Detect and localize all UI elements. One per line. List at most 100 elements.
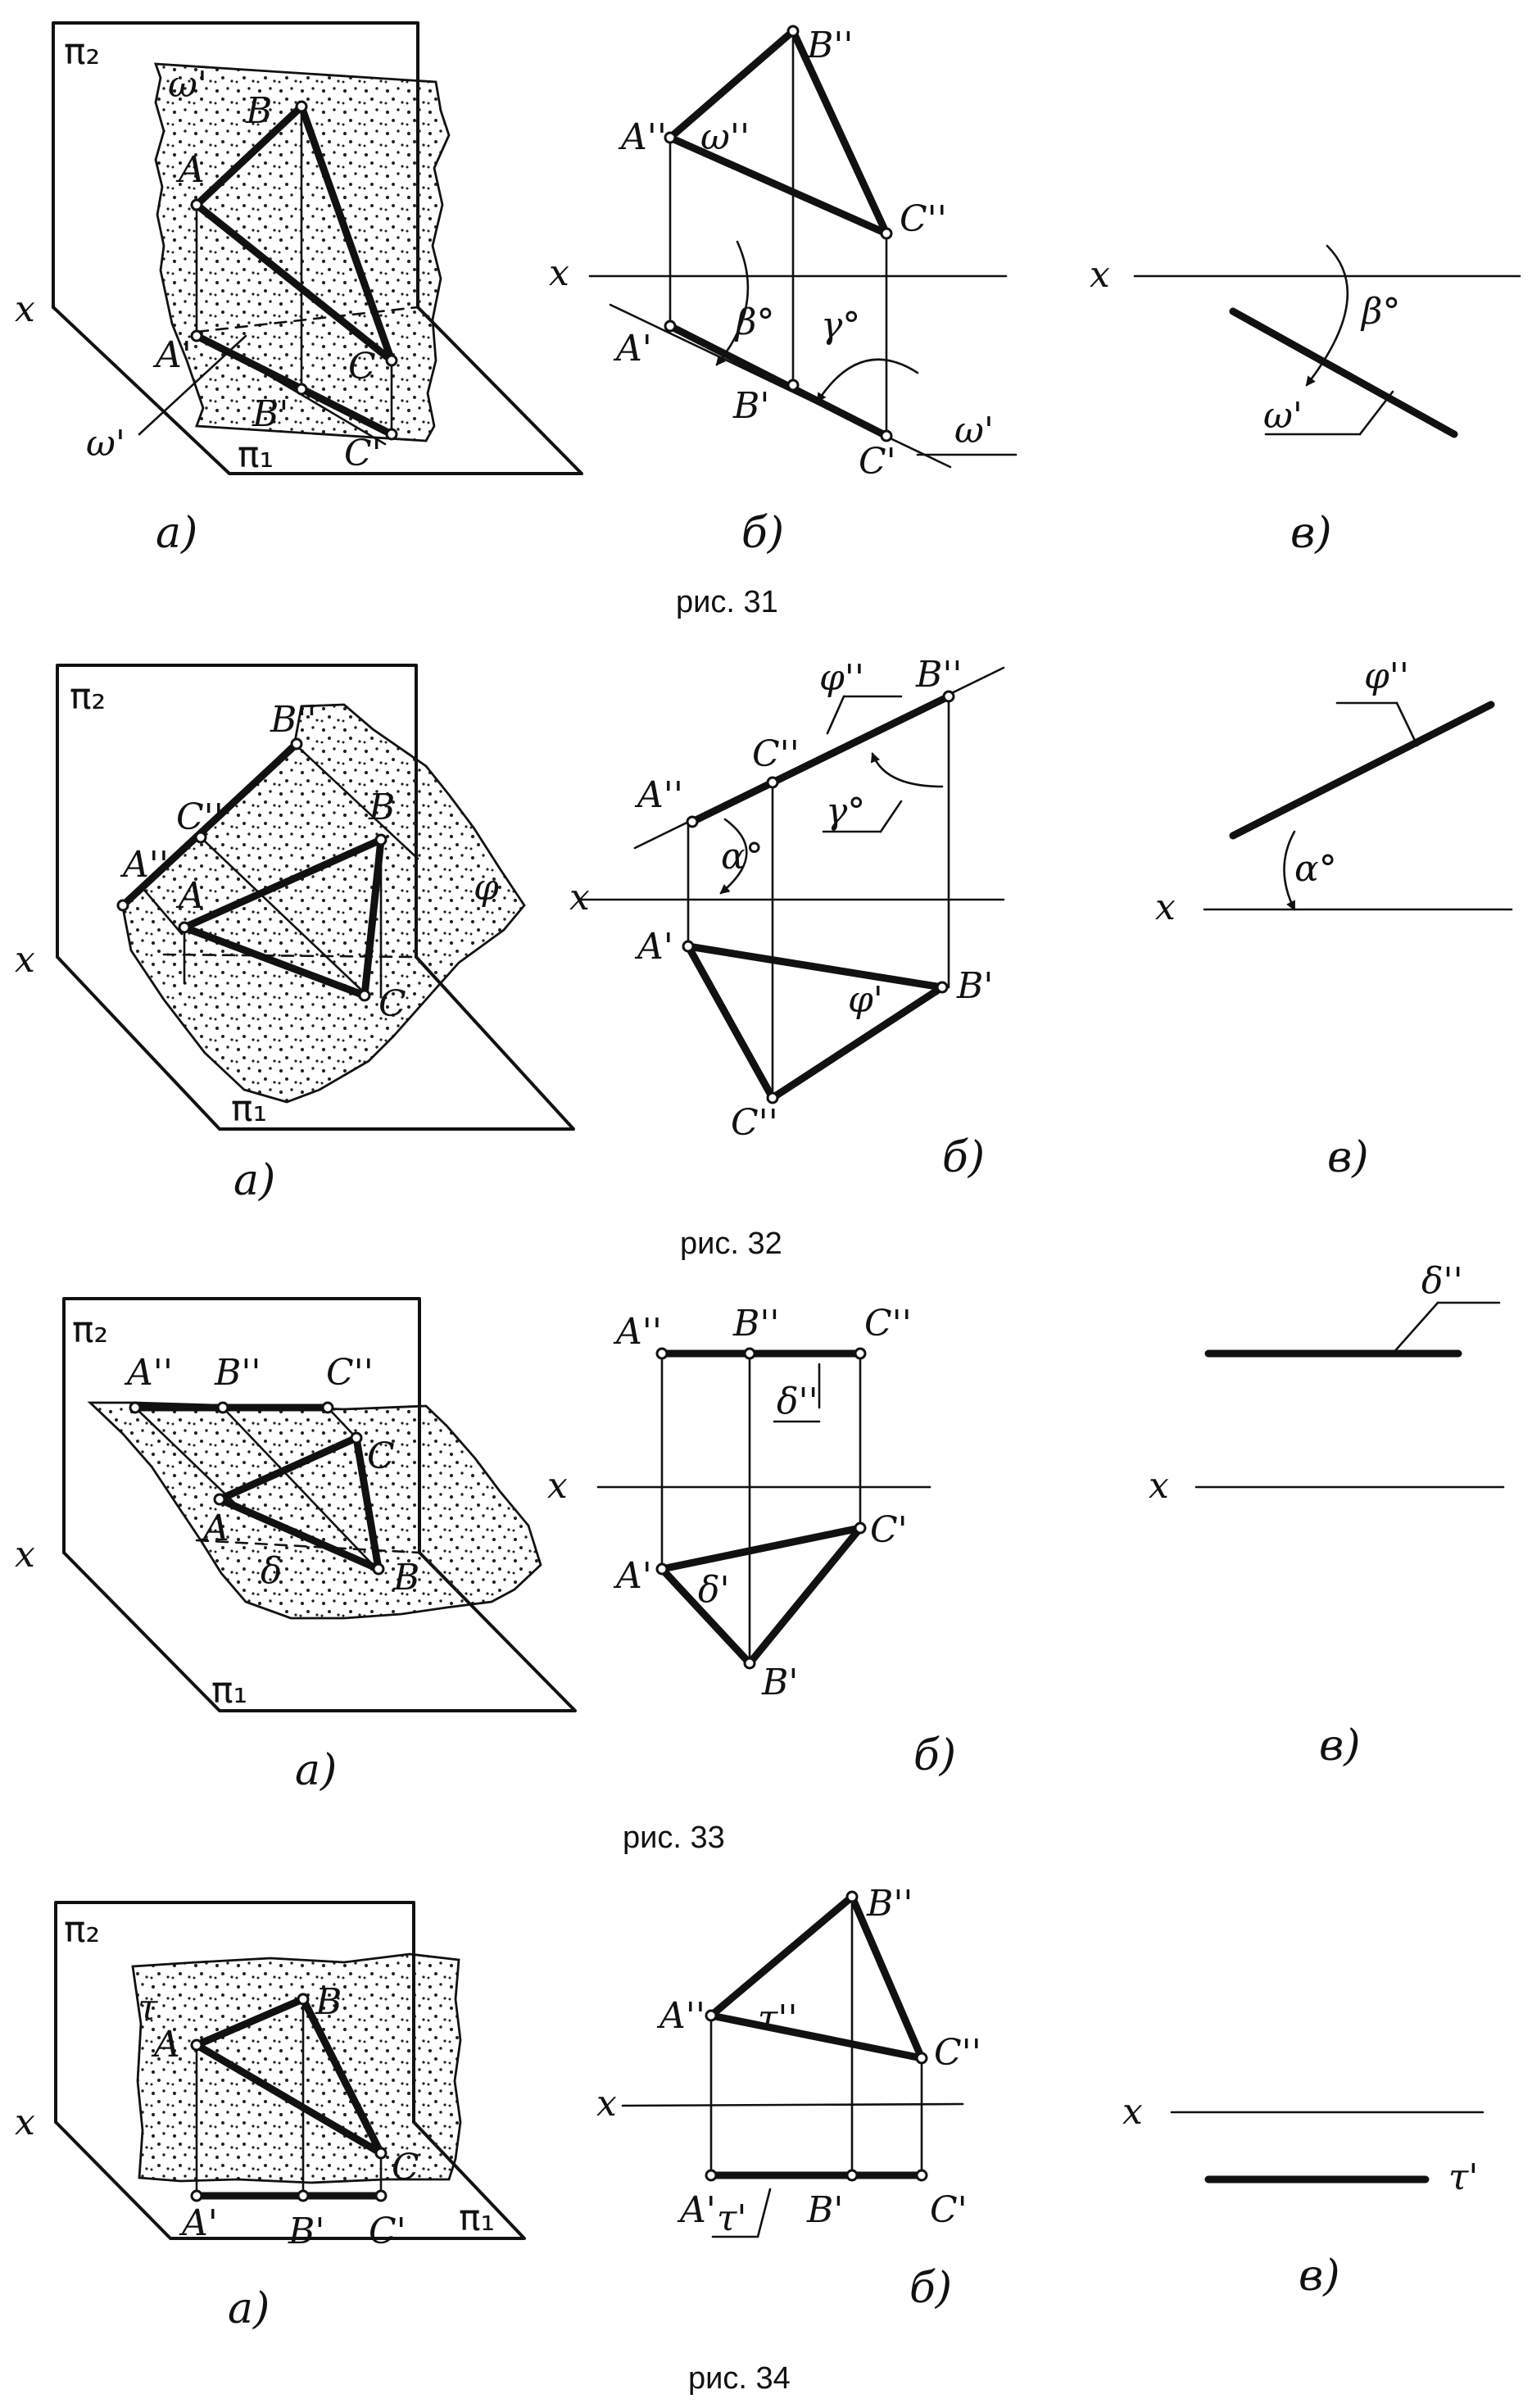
label: δ [261,1550,283,1592]
label: B' [761,1662,798,1703]
point-marker [295,383,308,396]
label: τ' [717,2197,746,2239]
fig33-view-b: A'' B'' C'' δ'' x C' A' δ' B' б) [547,1303,956,1780]
label: A'' [634,774,683,816]
triangle-projection [193,332,396,438]
label: γ° [826,791,865,832]
point-marker [845,1890,859,1903]
label: α° [721,836,764,877]
point-marker [213,1493,226,1506]
label: A'' [613,1311,662,1353]
point-marker [655,1562,669,1576]
label: A [151,2024,180,2066]
label: а) [228,2284,270,2333]
label: β° [734,302,774,343]
point-marker [682,940,695,953]
point-marker [766,1091,779,1104]
label: τ' [1448,2156,1478,2198]
label: A'' [124,1352,173,1394]
label: б) [942,1133,985,1182]
point-marker [880,227,893,240]
angle-arc [1283,830,1296,911]
label: C'' [752,733,800,775]
label: φ'' [819,657,864,699]
construction-line [1358,390,1394,436]
label: x [1155,887,1176,928]
label: x [547,1465,568,1507]
point-marker [190,329,203,342]
triangle-outline [215,1434,383,1573]
label: б) [741,509,784,558]
label: C'' [934,2032,981,2074]
label: x [15,1534,35,1576]
fig34-view-b: B'' A'' τ'' C'' x A' τ' B' C' б) [596,1883,981,2313]
label: A [200,1508,229,1549]
label: B [315,1981,342,2023]
label: ω' [1263,395,1303,437]
label: β° [1360,291,1400,333]
label: τ'' [758,1998,798,2039]
label-C1: C' [344,433,382,474]
point-marker [321,1401,334,1414]
figure-31: π₂ ω' B A x A' C B' ω' π₁ C' а) [15,21,1521,619]
label: x [569,877,590,918]
construction-line [756,2188,772,2238]
label: π₂ [72,1309,108,1351]
point-marker [786,25,800,38]
label: B'' [732,1303,780,1345]
point-marker [372,1562,385,1576]
label: π₁ [211,1670,247,1712]
label: C [367,1435,395,1477]
point-marker [766,776,779,789]
label: B'' [806,25,854,66]
label-B: B [245,90,272,132]
label: C'' [900,198,947,240]
point-marker [374,2189,388,2202]
construction-line [1395,701,1419,747]
label: π₁ [459,2197,495,2239]
point-marker [295,100,308,113]
label: б) [913,1731,956,1780]
label: φ' [848,979,883,1021]
label: ω'' [700,116,750,158]
label: в) [1290,509,1332,558]
triangle-outline [707,1893,926,2062]
label: x [1090,254,1110,296]
label: C' [369,2211,406,2252]
plane-tau [131,1952,462,2184]
label: C'' [176,796,224,838]
label: рис. 34 [688,2361,791,2396]
point-marker [374,833,388,846]
point-marker [786,379,800,392]
label-A: A [175,149,205,191]
angle-arc [719,818,748,895]
label: x [1149,1465,1169,1507]
construction-line [688,692,953,826]
fig32-view-b: φ'' B'' C'' A'' γ° α° x A' B' φ' C'' б) [569,654,1005,1182]
construction-line [826,695,845,735]
label: C [392,2147,419,2188]
label: δ' [698,1569,730,1611]
construction-line [221,1406,378,1571]
label: B'' [866,1883,913,1925]
label: x [596,2083,617,2125]
point-marker [880,429,893,442]
label: δ'' [1421,1260,1463,1302]
triangle-outline [180,836,385,1000]
point-marker [854,1521,867,1535]
label: A [175,875,205,917]
point-marker [190,2038,203,2052]
label: δ'' [777,1381,818,1422]
label: рис. 33 [623,1821,725,1855]
label: в) [1319,1721,1361,1771]
construction-line [1229,701,1495,840]
construction-line [119,740,301,909]
triangle-outline [193,1995,385,2157]
construction-line [621,2102,964,2107]
label: ω' [954,410,994,451]
label: B' [288,2211,324,2252]
construction-line [56,955,575,1131]
point-marker [178,921,191,934]
point-marker [655,1347,669,1360]
point-marker [297,2189,310,2202]
